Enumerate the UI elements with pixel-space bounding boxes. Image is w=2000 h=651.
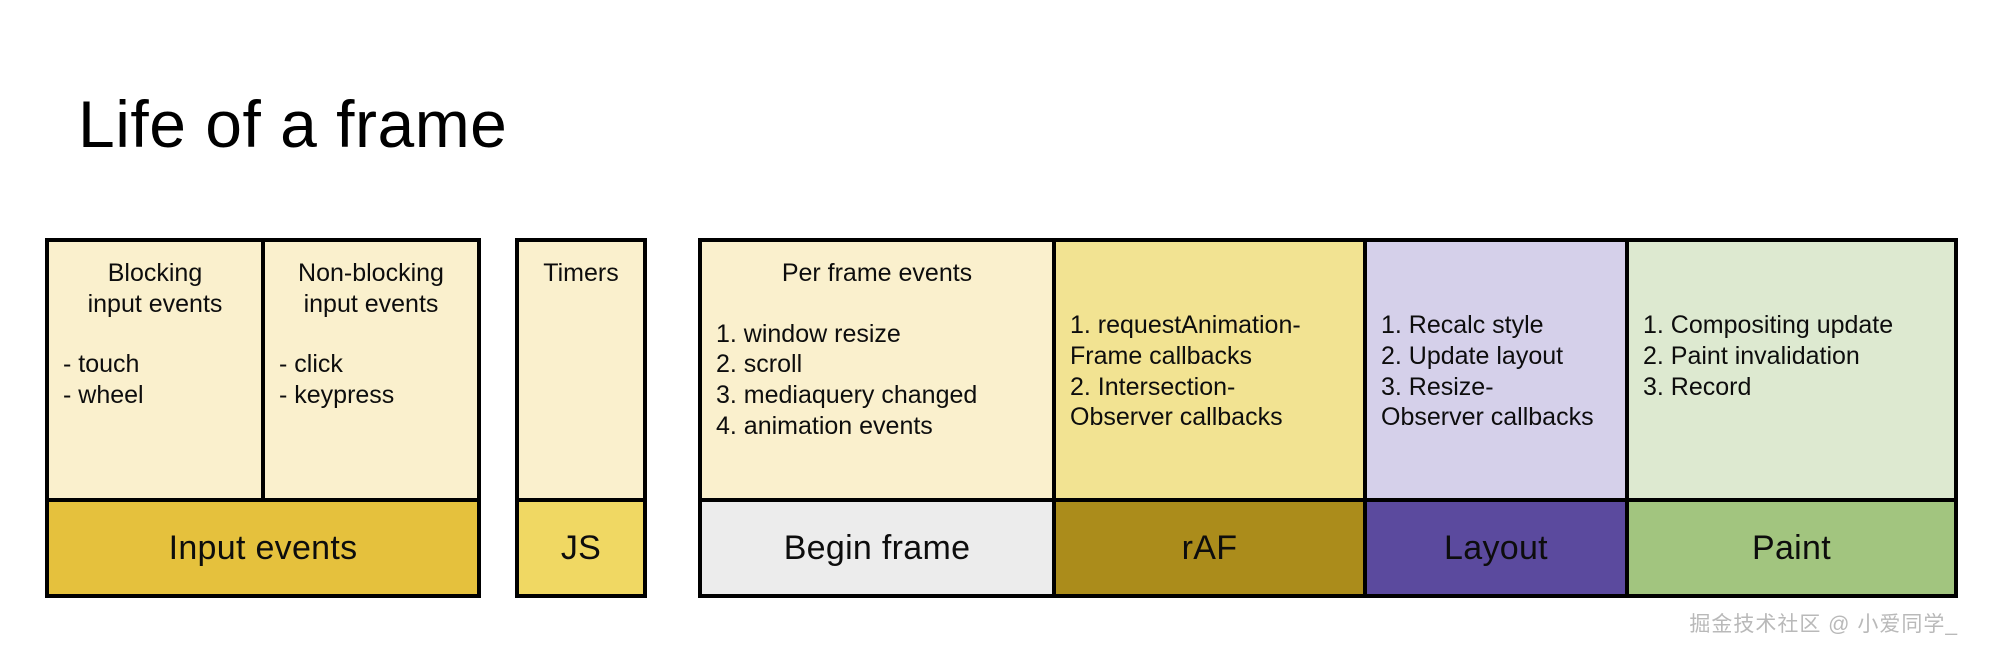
- panel-heading-non-blocking-input-events: Non-blocking input events: [298, 259, 444, 318]
- panel-heading-begin-frame: Per frame events: [781, 259, 973, 287]
- panel-list-layout: 1. Recalc style 2. Update layout 3. Resi…: [1381, 310, 1611, 433]
- list-item: - touch: [63, 350, 140, 378]
- panel-list-raf: 1. requestAnimation- Frame callbacks 2. …: [1070, 310, 1349, 433]
- list-item: 2. scroll: [716, 350, 803, 379]
- group-frame-bars: Begin frame rAF Layout Paint: [702, 502, 1954, 594]
- group-frame-pipeline: Per frame events 1. window resize 2. scr…: [698, 238, 1958, 598]
- phase-bar-layout: Layout: [1363, 502, 1625, 594]
- group-js: Timers JS: [515, 238, 647, 598]
- phase-bar-paint: Paint: [1625, 502, 1954, 594]
- panel-blocking-input-events: Blocking input events - touch - wheel: [49, 242, 261, 498]
- group-frame-details: Per frame events 1. window resize 2. scr…: [702, 242, 1954, 502]
- list-item: 2. Paint invalidation: [1643, 341, 1860, 370]
- list-item: 1. requestAnimation- Frame callbacks: [1070, 311, 1301, 370]
- panel-list-blocking-input-events: - touch - wheel: [63, 349, 247, 411]
- panel-raf: 1. requestAnimation- Frame callbacks 2. …: [1052, 242, 1363, 498]
- list-item: 1. Recalc style: [1381, 311, 1544, 339]
- list-item: 2. Update layout: [1381, 341, 1564, 370]
- phase-bar-raf: rAF: [1052, 502, 1363, 594]
- watermark: 掘金技术社区 @ 小爱同学_: [1689, 613, 1958, 636]
- group-input-events-bars: Input events: [49, 502, 477, 594]
- list-item: 2. Intersection- Observer callbacks: [1070, 372, 1283, 432]
- group-input-events: Blocking input events - touch - wheel No…: [45, 238, 481, 598]
- list-item: 3. mediaquery changed: [716, 381, 978, 409]
- group-js-bars: JS: [519, 502, 643, 594]
- list-item: 1. Compositing update: [1643, 311, 1894, 339]
- panel-paint: 1. Compositing update 2. Paint invalidat…: [1625, 242, 1954, 498]
- phase-bar-js: JS: [519, 502, 643, 594]
- panel-begin-frame: Per frame events 1. window resize 2. scr…: [702, 242, 1052, 498]
- panel-list-non-blocking-input-events: - click - keypress: [279, 349, 463, 411]
- panel-list-begin-frame: 1. window resize 2. scroll 3. mediaquery…: [716, 319, 1038, 442]
- list-item: 1. window resize: [716, 319, 901, 348]
- list-item: - keypress: [279, 380, 395, 409]
- list-item: 3. Resize- Observer callbacks: [1381, 372, 1594, 432]
- group-input-events-details: Blocking input events - touch - wheel No…: [49, 242, 477, 502]
- phase-bar-begin-frame: Begin frame: [702, 502, 1052, 594]
- phase-bar-input-events: Input events: [49, 502, 477, 594]
- panel-heading-blocking-input-events: Blocking input events: [87, 259, 223, 318]
- list-item: - wheel: [63, 380, 144, 409]
- group-js-details: Timers: [519, 242, 643, 502]
- list-item: - click: [279, 350, 343, 378]
- panel-heading-timers: Timers: [543, 259, 619, 287]
- page-title: Life of a frame: [78, 87, 508, 162]
- panel-timers: Timers: [519, 242, 643, 498]
- panel-layout: 1. Recalc style 2. Update layout 3. Resi…: [1363, 242, 1625, 498]
- panel-list-paint: 1. Compositing update 2. Paint invalidat…: [1643, 310, 1940, 402]
- list-item: 3. Record: [1643, 372, 1752, 401]
- list-item: 4. animation events: [716, 411, 933, 440]
- panel-non-blocking-input-events: Non-blocking input events - click - keyp…: [261, 242, 477, 498]
